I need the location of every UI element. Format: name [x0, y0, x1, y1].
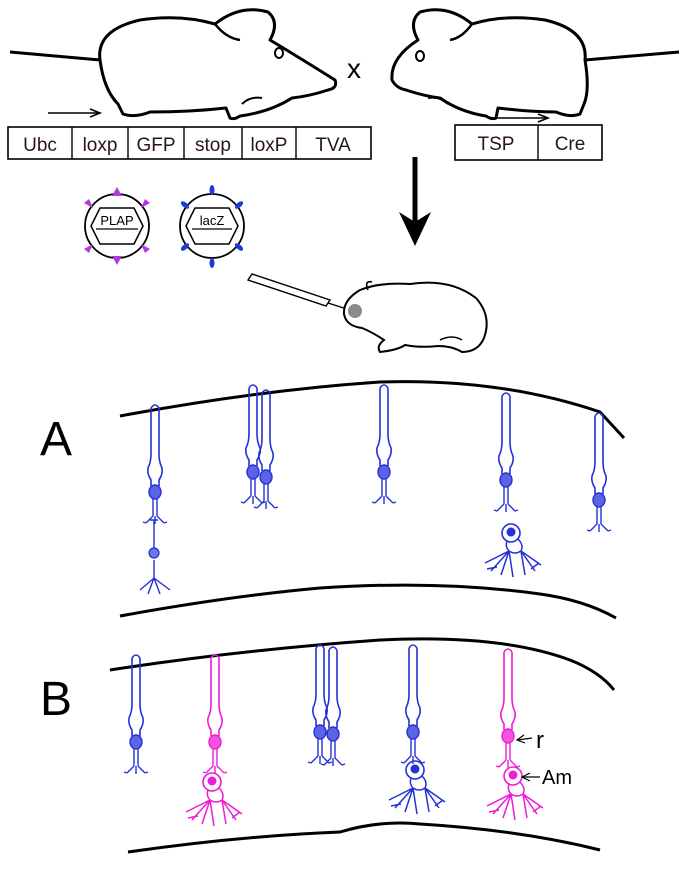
transgene-construct-right: TSP Cre [454, 124, 603, 161]
rod-cell [123, 654, 149, 775]
panel-b-inner-boundary [127, 821, 601, 854]
segment-gfp: GFP [136, 135, 175, 156]
mouse-left-icon [9, 8, 338, 121]
transgene-construct-left: Ubc loxp GFP stop loxP TVA [7, 126, 372, 160]
rod-cell [400, 644, 426, 765]
transcription-arrow-right [490, 113, 551, 123]
syringe-icon [246, 273, 351, 311]
rod-cell [586, 412, 612, 533]
segment-ubc: Ubc [23, 135, 57, 156]
panel-b-cells [123, 644, 544, 827]
virus-lacz: lacZ [179, 185, 245, 268]
segment-stop: stop [195, 135, 231, 156]
transcription-arrow-left [48, 108, 103, 118]
mouse-right-icon [390, 8, 680, 121]
cross-symbol: x [347, 53, 361, 84]
amacrine-cell [388, 760, 446, 815]
panel-label-a: A [40, 413, 72, 466]
virus-plap-label: PLAP [100, 213, 133, 228]
panel-a-inner-boundary [119, 583, 617, 620]
label-r: r [536, 727, 544, 754]
pup-icon [342, 280, 488, 354]
bipolar-cell [139, 519, 171, 595]
rod-cell [202, 654, 228, 775]
rod-cell [493, 392, 519, 513]
panel-b-outer-boundary [109, 637, 616, 691]
amacrine-cell [185, 772, 243, 827]
panel-a-outer-boundary [119, 380, 626, 440]
segment-cre: Cre [555, 134, 586, 155]
panel-label-b: B [40, 673, 72, 726]
rod-cell [371, 384, 397, 505]
rod-cell [142, 404, 168, 525]
amacrine-label-pointer [520, 772, 540, 782]
segment-loxp-1: loxp [83, 135, 118, 156]
amacrine-cell-am [486, 766, 544, 821]
segment-loxp-2: loxP [251, 135, 288, 156]
down-arrow-icon [399, 157, 431, 246]
segment-tva: TVA [315, 135, 351, 156]
virus-lacz-label: lacZ [200, 213, 225, 228]
virus-lacz-spikes [180, 185, 244, 268]
segment-tsp: TSP [478, 134, 515, 155]
rod-cell-r [495, 648, 521, 769]
panel-a-cells [139, 384, 612, 595]
amacrine-cell [484, 523, 542, 578]
label-am: Am [542, 767, 572, 789]
virus-plap-spikes [84, 187, 150, 265]
rod-label-pointer [515, 734, 533, 744]
virus-plap: PLAP [84, 187, 150, 265]
